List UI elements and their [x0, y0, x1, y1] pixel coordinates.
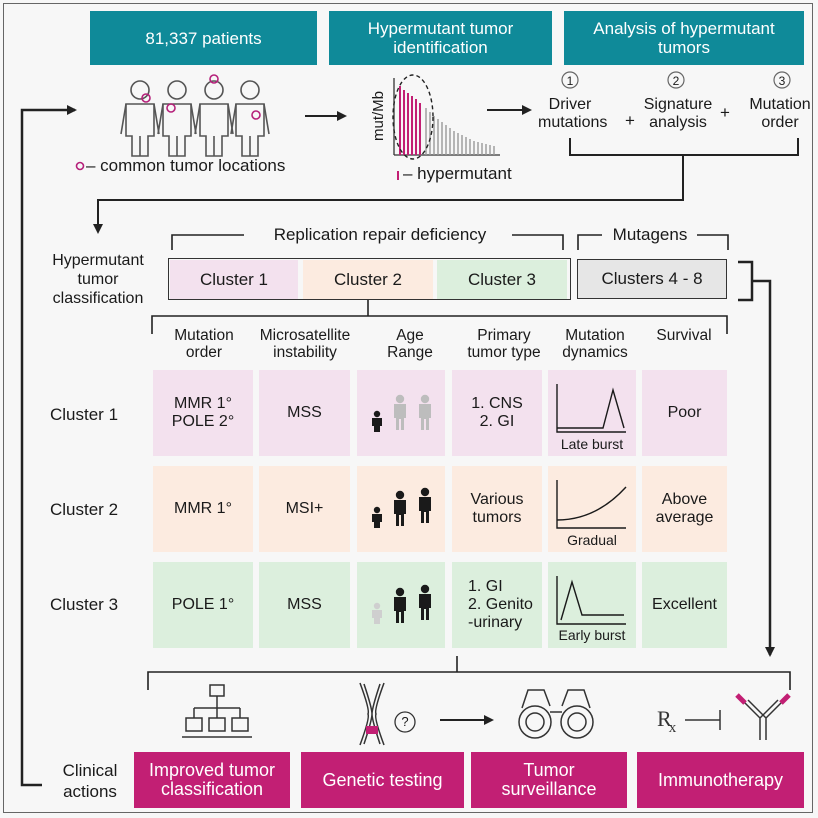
cell-order-c2: MMR 1° [153, 466, 253, 552]
header-primary-tumor: Primary tumor type [467, 327, 541, 361]
action-improved-classification: Improved tumor classification [134, 752, 290, 808]
cell-survival-c3: Excellent [642, 562, 727, 648]
replication-clusters-outline [168, 258, 571, 300]
action-tumor-surveillance: Tumor surveillance [471, 752, 627, 808]
cell-tumor-c1: 1. CNS 2. GI [452, 370, 542, 456]
cluster1-pill-label: Cluster 1 [199, 270, 269, 289]
dynamics-axes-c3 [556, 576, 626, 625]
cluster2-pill-label: Cluster 2 [333, 270, 403, 289]
antibody-icon [685, 693, 791, 740]
cell-survival-c1: Poor [642, 370, 727, 456]
dynamics-label-c2: Gradual [567, 532, 617, 548]
plus-1: + [625, 111, 635, 130]
action-genetic-testing: Genetic testing [301, 752, 464, 808]
question-mark: ? [401, 714, 409, 729]
age-icons-c2 [372, 487, 431, 528]
clinical-actions-label: Clinical actions [62, 761, 118, 801]
cell-order-c3: POLE 1° [153, 562, 253, 648]
replication-group-label: Replication repair deficiency [248, 226, 512, 244]
dynamics-label-c1: Late burst [560, 436, 624, 452]
step1-number: 1 [566, 74, 574, 88]
cluster1-pill: Cluster 1 [170, 260, 298, 300]
binoculars-icon [518, 689, 594, 739]
question-circle [394, 711, 416, 733]
header-age-range: Age Range [387, 327, 433, 361]
step3-number: 3 [778, 74, 786, 88]
age-icons-c1 [372, 394, 431, 432]
cell-msi-c2: MSI+ [259, 466, 350, 552]
action-label-2: Genetic testing [322, 769, 443, 790]
rx-r: R [657, 706, 672, 731]
plus-2: + [720, 103, 730, 122]
early-burst-curve [560, 579, 624, 621]
cell-msi-c1: MSS [259, 370, 350, 456]
header-mutation-dynamics: Mutation dynamics [562, 327, 628, 361]
mutagens-group-label: Mutagens [604, 226, 696, 244]
patients-box: 81,337 patients [90, 11, 317, 65]
dynamics-axes-c2 [556, 480, 626, 529]
rx-x: x [668, 720, 677, 736]
step1-label: Driver mutations [538, 96, 608, 131]
cell-dynamics-c2 [548, 466, 636, 552]
header-mutation-order: Mutation order [174, 327, 234, 361]
action-immunotherapy: Immunotherapy [637, 752, 804, 808]
hypermutant-histogram [392, 74, 500, 180]
row-label-cluster3: Cluster 3 [50, 595, 119, 614]
analysis-box: Analysis of hypermutant tumors [564, 11, 804, 65]
header-survival: Survival [656, 327, 712, 344]
cell-tumor-c3: 1. GI 2. Genito -urinary [452, 562, 542, 648]
cell-tumor-c2: Various tumors [452, 466, 542, 552]
header-msi: Microsatellite instability [259, 327, 351, 361]
late-burst-curve [557, 387, 625, 429]
step2-number: 2 [672, 74, 680, 88]
step3-label: Mutation order [749, 96, 811, 131]
identification-box: Hypermutant tumor identification [329, 11, 552, 65]
identification-label: Hypermutant tumor identification [367, 19, 514, 57]
age-icons-c3 [372, 584, 431, 624]
cluster3-pill-label: Cluster 3 [467, 270, 537, 289]
people-icon [120, 80, 270, 157]
analysis-label: Analysis of hypermutant tumors [593, 19, 775, 57]
row-label-cluster2: Cluster 2 [50, 500, 119, 519]
classification-label: Hypermutant tumor classification [52, 252, 144, 307]
tumor-locations-legend: – common tumor locations [86, 156, 286, 175]
tumor-location-markers [75, 74, 261, 171]
cluster3-pill: Cluster 3 [437, 260, 567, 300]
rx-icon: Rx [657, 706, 679, 736]
gradual-curve [556, 486, 627, 521]
action-label-4: Immunotherapy [657, 769, 784, 790]
mutagen-clusters-label: Clusters 4 - 8 [601, 269, 703, 288]
dynamics-label-c3: Early burst [558, 627, 626, 643]
hierarchy-icon [182, 684, 252, 738]
cluster2-pill: Cluster 2 [303, 260, 433, 300]
action-label-3: Tumor surveillance [501, 760, 597, 799]
patients-label: 81,337 patients [145, 28, 262, 48]
step2-label: Signature analysis [643, 96, 713, 131]
mutagen-clusters-pill: Clusters 4 - 8 [577, 259, 727, 299]
cell-order-c1: MMR 1° POLE 2° [153, 370, 253, 456]
cell-survival-c2: Above average [642, 466, 727, 552]
cell-msi-c3: MSS [259, 562, 350, 648]
hypermutant-legend: – hypermutant [403, 164, 512, 183]
action-label-1: Improved tumor classification [148, 760, 276, 799]
row-label-cluster1: Cluster 1 [50, 405, 119, 424]
chromosome-icon [359, 682, 385, 746]
cell-dynamics-c3 [548, 562, 636, 648]
cell-dynamics-c1 [548, 370, 636, 456]
dynamics-axes-c1 [556, 384, 626, 433]
